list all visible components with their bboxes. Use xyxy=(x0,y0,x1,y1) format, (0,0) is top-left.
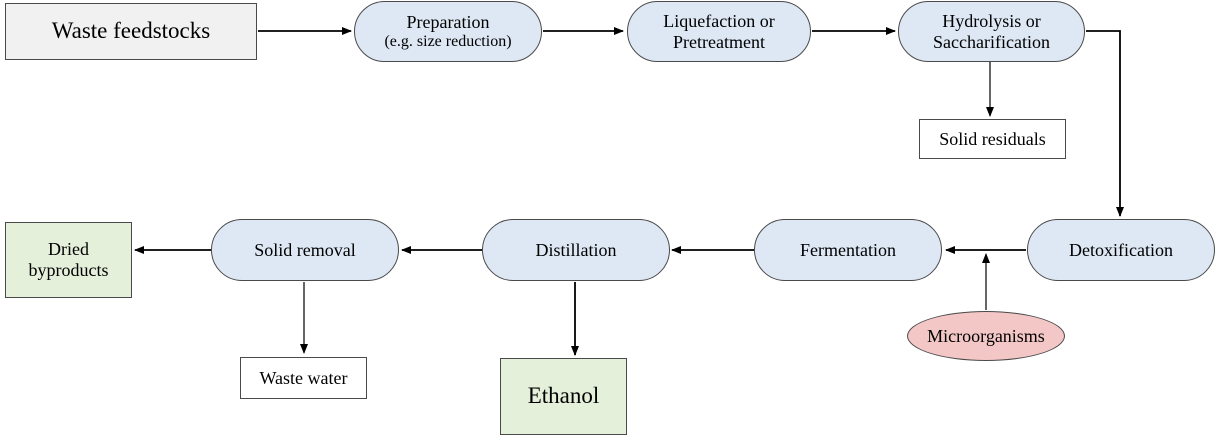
arrow-hydrolysis-to-detoxification xyxy=(1086,30,1124,217)
node-solid-removal-label: Solid removal xyxy=(254,239,356,260)
node-fermentation-label: Fermentation xyxy=(800,239,896,260)
node-hydrolysis-label-2: Saccharification xyxy=(933,31,1050,52)
node-waste-water: Waste water xyxy=(240,357,367,399)
node-waste-feedstocks-label: Waste feedstocks xyxy=(51,18,211,44)
node-ethanol: Ethanol xyxy=(500,358,627,435)
node-solid-removal: Solid removal xyxy=(211,219,399,281)
node-dried-byproducts-label-1: Dried xyxy=(48,239,89,260)
node-liquefaction-label-1: Liquefaction or xyxy=(663,10,775,31)
node-liquefaction: Liquefaction or Pretreatment xyxy=(627,1,811,62)
node-hydrolysis: Hydrolysis or Saccharification xyxy=(898,1,1085,62)
node-detoxification-label: Detoxification xyxy=(1069,239,1173,260)
node-dried-byproducts-label-2: byproducts xyxy=(28,260,109,280)
node-liquefaction-label-2: Pretreatment xyxy=(673,31,765,52)
node-waste-feedstocks: Waste feedstocks xyxy=(5,3,257,60)
node-waste-water-label: Waste water xyxy=(259,367,348,388)
node-detoxification: Detoxification xyxy=(1027,219,1215,281)
node-hydrolysis-label-1: Hydrolysis or xyxy=(942,10,1041,31)
node-dried-byproducts: Dried byproducts xyxy=(5,222,132,298)
node-preparation-sublabel: (e.g. size reduction) xyxy=(384,32,512,50)
node-preparation: Preparation (e.g. size reduction) xyxy=(354,1,542,62)
node-fermentation: Fermentation xyxy=(754,219,942,281)
node-preparation-label: Preparation xyxy=(406,11,490,32)
node-solid-residuals-label: Solid residuals xyxy=(939,128,1046,149)
node-solid-residuals: Solid residuals xyxy=(919,119,1066,159)
node-microorganisms-label: Microorganisms xyxy=(927,325,1045,346)
node-ethanol-label: Ethanol xyxy=(527,383,600,409)
node-distillation-label: Distillation xyxy=(535,239,617,260)
node-distillation: Distillation xyxy=(482,219,670,281)
node-microorganisms: Microorganisms xyxy=(907,311,1065,361)
